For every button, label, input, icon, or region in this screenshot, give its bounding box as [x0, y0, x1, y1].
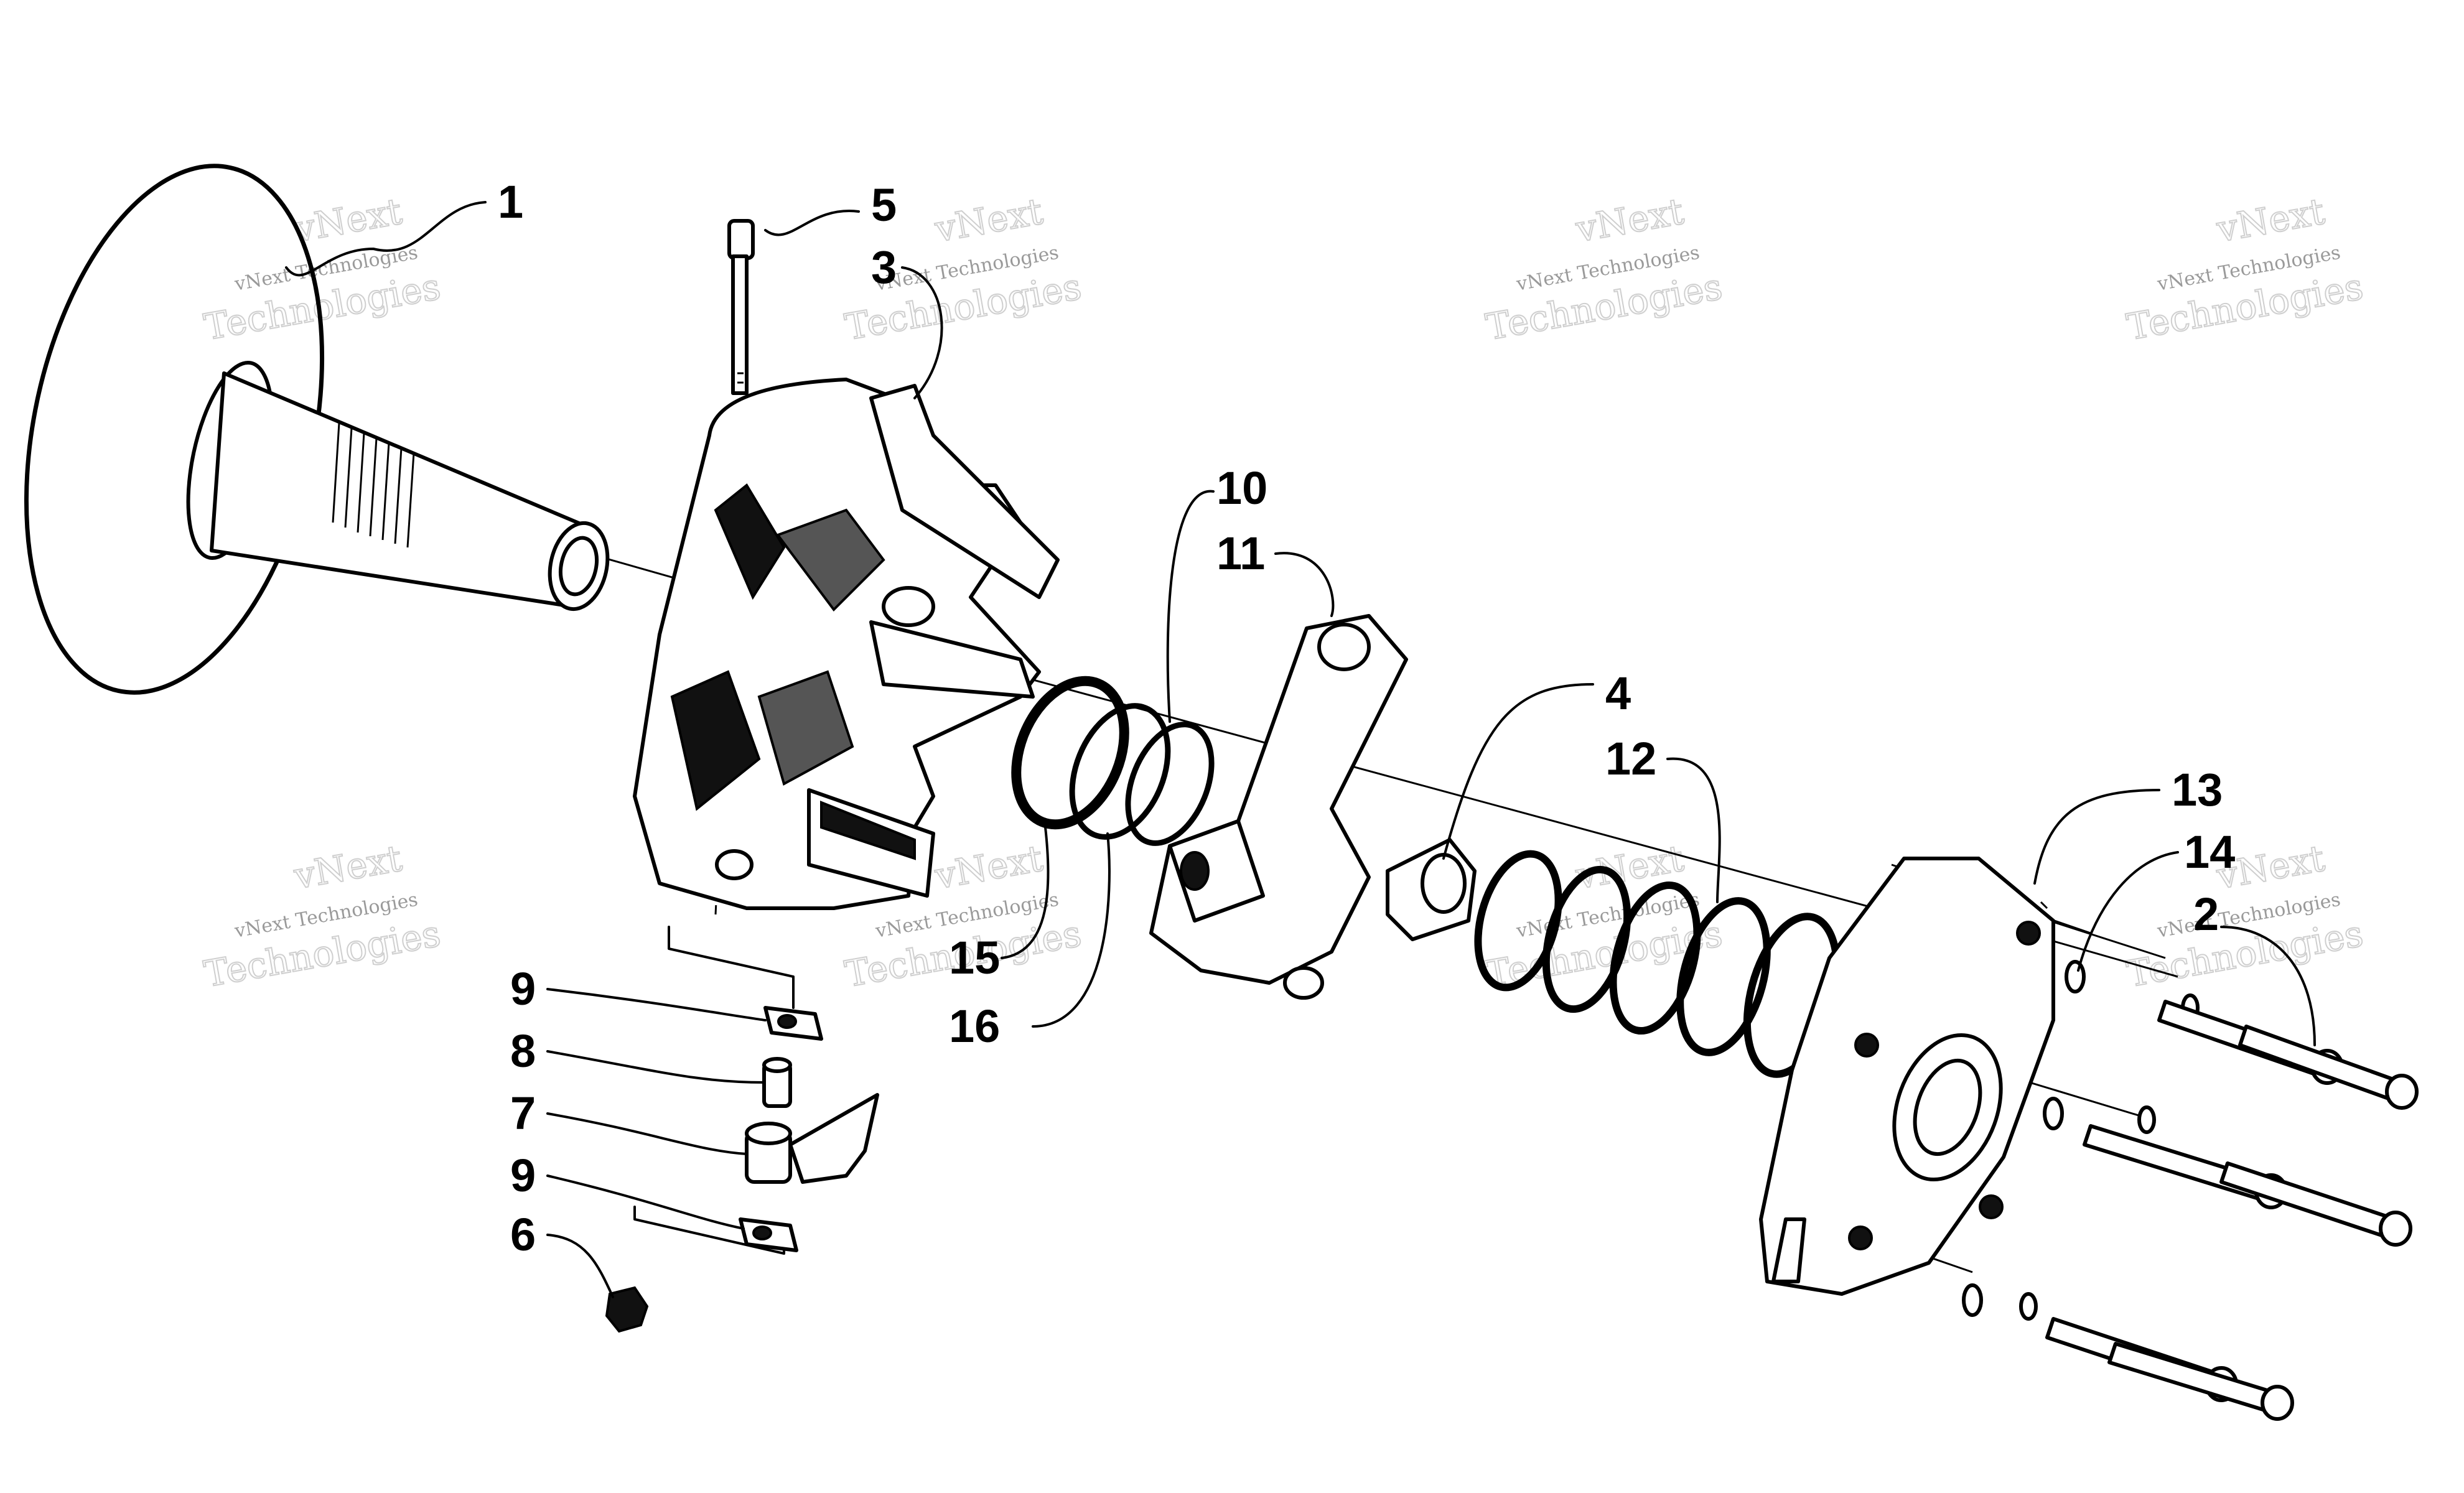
- callout-16: 16: [949, 1000, 1000, 1052]
- watermark-line1: vNext: [931, 837, 1046, 897]
- part-9-washer-lower: [739, 1217, 798, 1252]
- part-9-washer-upper: [763, 1006, 823, 1041]
- watermark-line1: vNext: [291, 837, 405, 897]
- part-13-cover-plate: [1759, 857, 2055, 1296]
- watermark-2: vNext vNext Technologies Technologies: [841, 189, 1085, 349]
- watermark-line1: vNext: [2213, 190, 2328, 250]
- watermark-4: vNext vNext Technologies Technologies: [2123, 189, 2367, 349]
- watermark-line1: vNext: [1572, 190, 1687, 250]
- callout-6: 6: [510, 1209, 536, 1260]
- part-8-bushing: [762, 1057, 792, 1108]
- callout-9-lower: 9: [510, 1150, 536, 1201]
- callout-2: 2: [2193, 888, 2219, 940]
- leader-lines: [285, 201, 2316, 1298]
- watermark-3: vNext vNext Technologies Technologies: [1482, 189, 1726, 349]
- callout-14: 14: [2184, 826, 2235, 878]
- callout-9-upper: 9: [510, 963, 536, 1015]
- callout-15: 15: [949, 932, 1000, 984]
- part-16-shim: [1069, 703, 1171, 840]
- part-7-roller: [745, 1093, 879, 1184]
- part-3-housing: [633, 378, 1060, 910]
- callout-4: 4: [1605, 667, 1631, 719]
- shaft-threads: [332, 422, 415, 548]
- callout-7: 7: [510, 1087, 536, 1139]
- watermark-5: vNext vNext Technologies Technologies: [200, 836, 444, 996]
- callout-3: 3: [871, 241, 897, 293]
- watermark-line1: vNext: [931, 190, 1046, 250]
- callout-8: 8: [510, 1025, 536, 1077]
- part-15-washer: [1011, 676, 1129, 830]
- callout-13: 13: [2172, 764, 2223, 816]
- part-4-nut: [1386, 838, 1477, 941]
- part-14-washers: [1962, 960, 2200, 1321]
- watermark-1: vNext vNext Technologies Technologies: [200, 189, 444, 349]
- part-11-cam-arm: [1149, 614, 1408, 1000]
- part-6-nut: [605, 1286, 649, 1333]
- callout-labels: 1 5 3 10 11 4 12 13 14 2 15 16 9 8 7 9 6: [498, 176, 2235, 1260]
- callout-11: 11: [1216, 528, 1265, 579]
- callout-12: 12: [1605, 733, 1656, 784]
- callout-5: 5: [871, 179, 897, 231]
- part-1-sheave-shaft: [24, 164, 610, 695]
- part-10-shim: [1125, 722, 1215, 846]
- part-12-spring: [1474, 850, 1841, 1078]
- watermark-line1: vNext: [291, 190, 405, 250]
- callout-10: 10: [1216, 462, 1267, 514]
- watermark-8: vNext vNext Technologies Technologies: [2123, 836, 2367, 996]
- callout-1: 1: [498, 176, 523, 228]
- part-2-screws: [2045, 1000, 2419, 1421]
